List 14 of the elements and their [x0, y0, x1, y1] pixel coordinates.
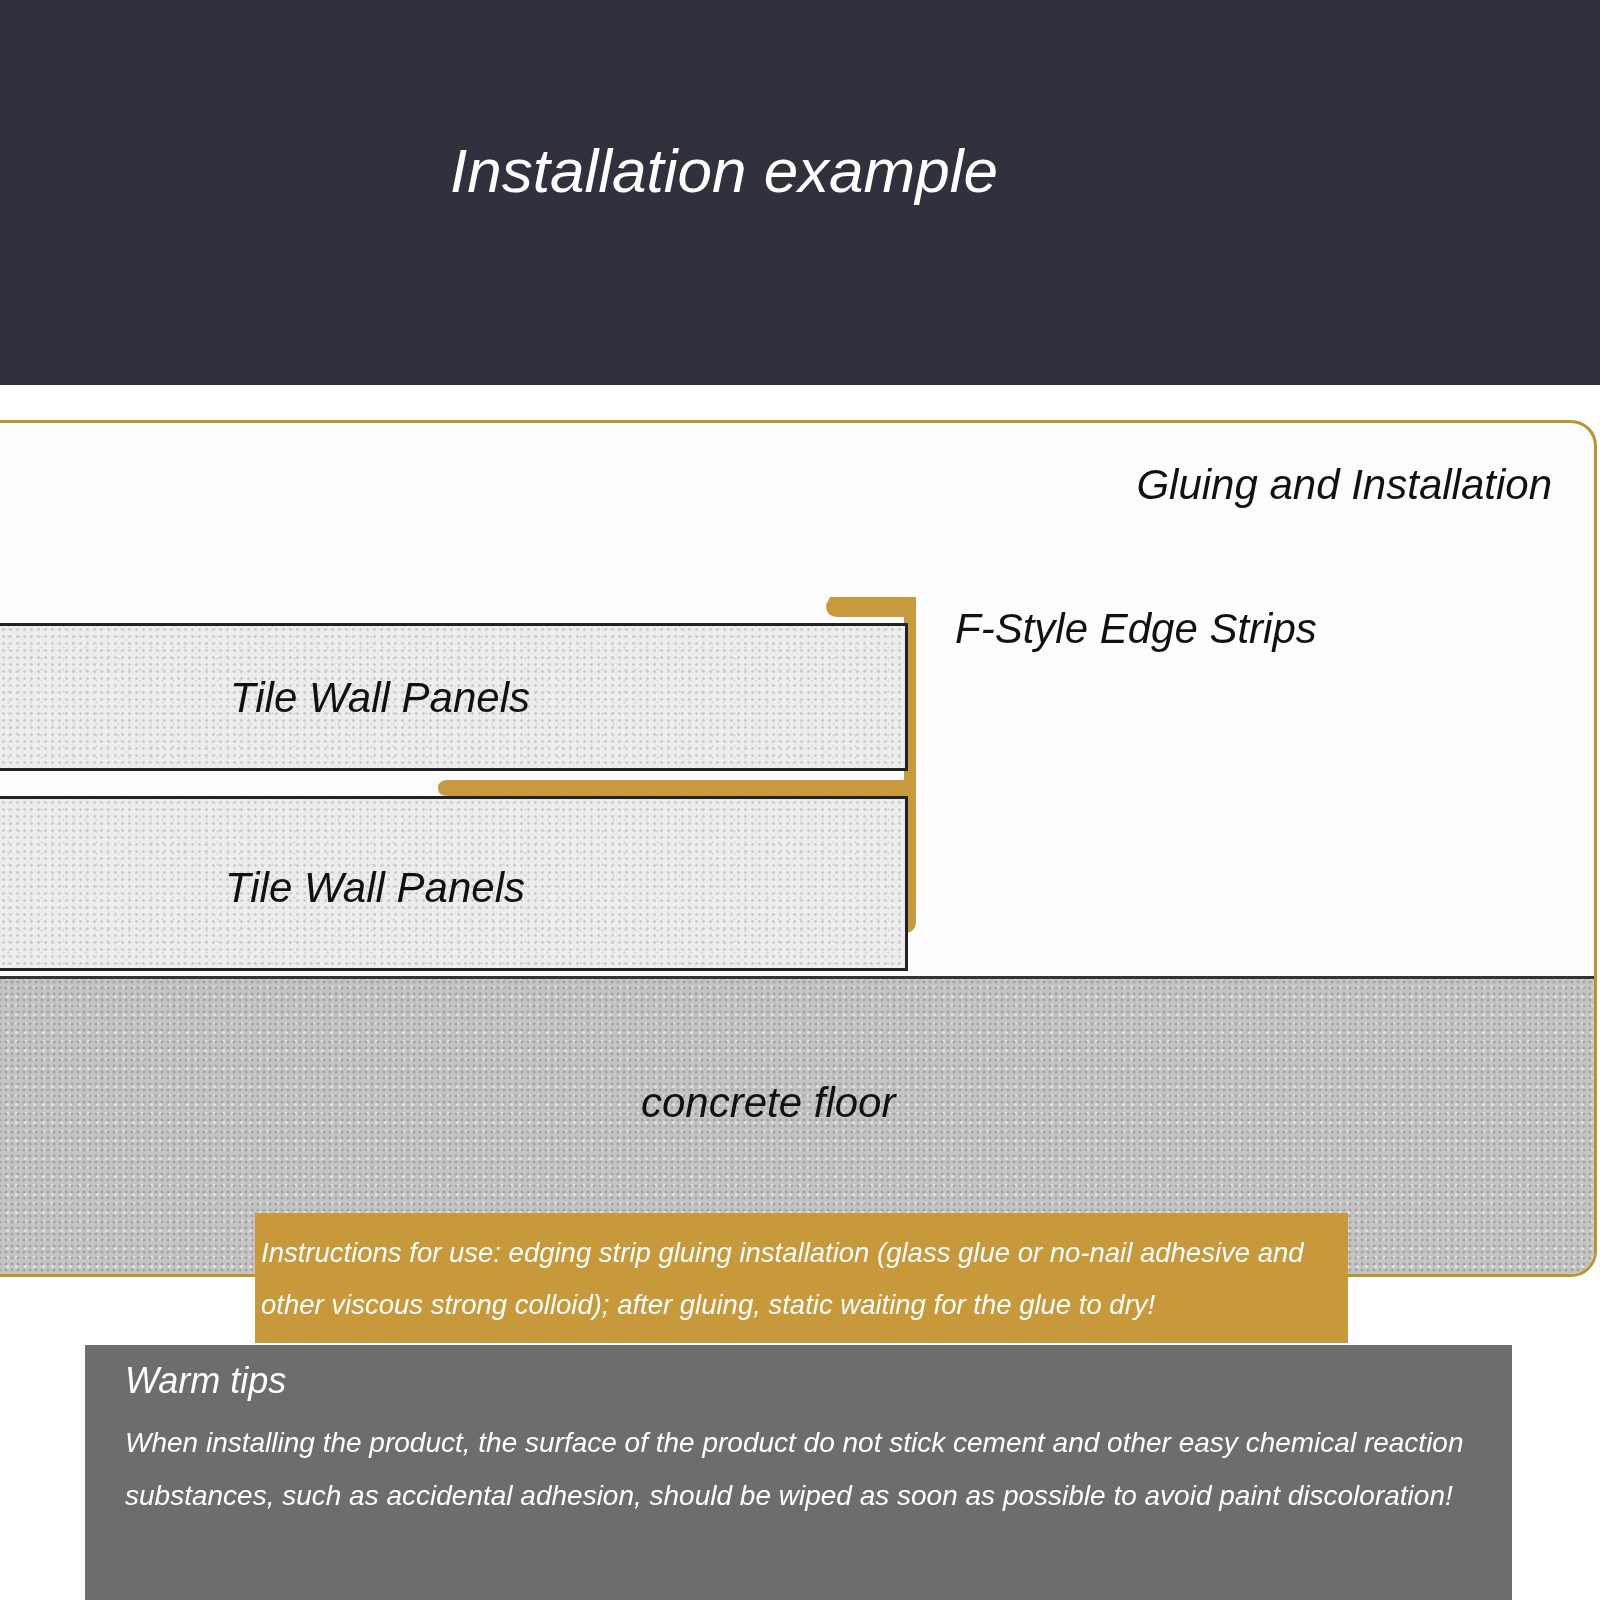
panel-label: Tile Wall Panels	[230, 674, 530, 722]
warm-tips-panel	[85, 1345, 1512, 1600]
page-title: Installation example	[450, 135, 998, 206]
panel-heading: Gluing and Installation	[1136, 461, 1552, 509]
floor-label: concrete floor	[641, 1079, 896, 1127]
tips-text: When installing the product, the surface of the product do not stick cement and other easy chemical reaction substances, such as accidental adhesion, should be wiped as soon as possible to avoid paint discoloration!	[125, 1426, 1465, 1513]
tips-heading: Warm tips	[125, 1360, 288, 1402]
installation-card	[0, 420, 1597, 1277]
tile-wall-panel	[0, 796, 908, 971]
instructions-text: Instructions for use: edging strip gluing installation (glass glue or no-nail adhesive and other viscous strong colloid); after gluing, static waiting for the glue to dry!	[261, 1236, 1306, 1322]
part-label: F-Style Edge Strips	[955, 605, 1317, 653]
panel-label: Tile Wall Panels	[225, 864, 525, 912]
instructions-box	[255, 1213, 1348, 1343]
tile-wall-panel	[0, 623, 908, 771]
